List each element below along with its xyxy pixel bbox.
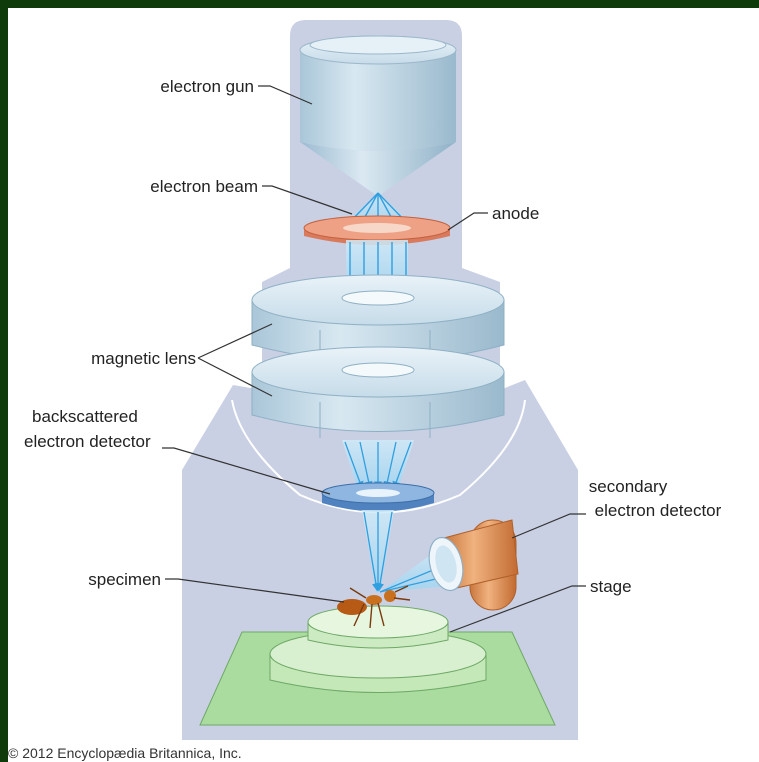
label-secondary-line1: secondary: [589, 477, 668, 496]
label-stage: stage: [590, 577, 632, 596]
label-secondary-line2: electron detector: [595, 501, 722, 520]
sem-diagram: electron gun electron beam anode magneti…: [8, 8, 759, 762]
label-specimen: specimen: [88, 570, 161, 589]
label-anode: anode: [492, 204, 539, 223]
label-electron-beam: electron beam: [150, 177, 258, 196]
copyright-notice: © 2012 Encyclopædia Britannica, Inc.: [8, 745, 242, 761]
diagram-frame: electron gun electron beam anode magneti…: [8, 8, 759, 762]
label-magnetic-lens: magnetic lens: [91, 349, 196, 368]
label-electron-gun: electron gun: [160, 77, 254, 96]
label-backscattered-line1: backscattered: [32, 407, 138, 426]
label-backscattered-line2: electron detector: [24, 432, 151, 451]
backscattered-detector: [322, 483, 434, 512]
